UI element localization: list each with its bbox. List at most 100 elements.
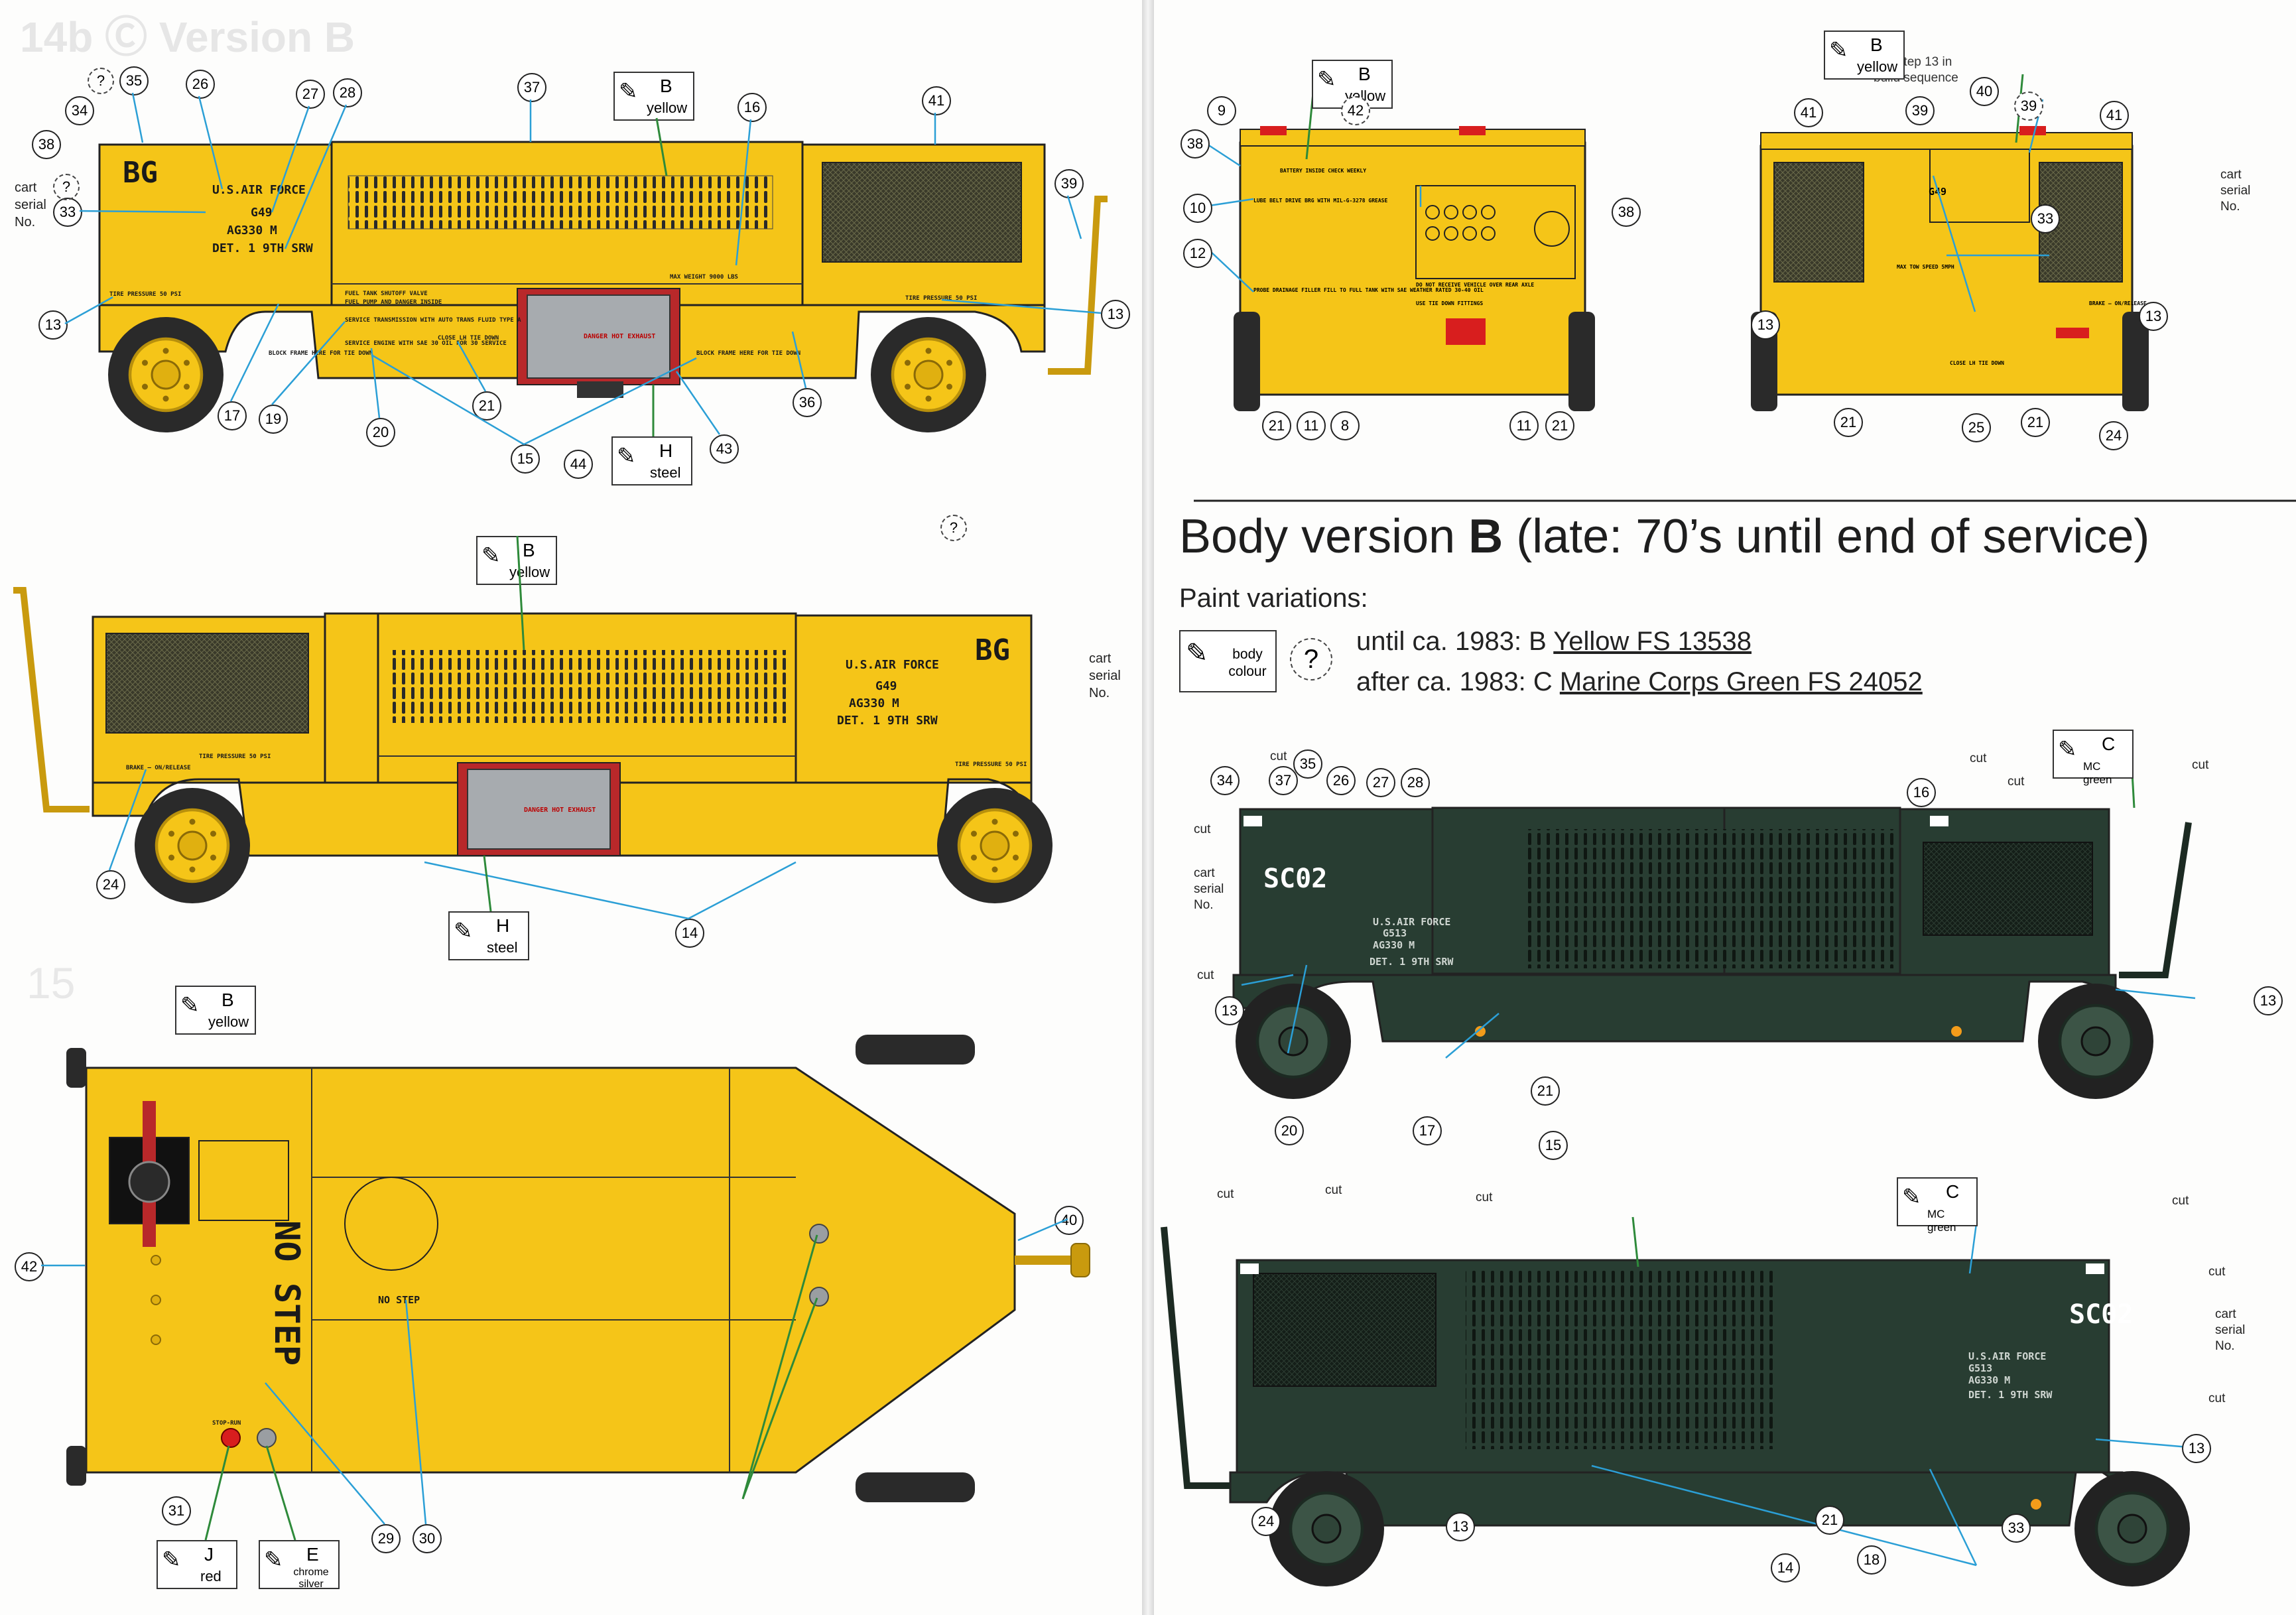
- tire-pressure-right: TIRE PRESSURE 50 PSI: [199, 753, 271, 760]
- callout-21-front: 21: [1834, 408, 1863, 437]
- callout-14: 14: [675, 919, 704, 948]
- callout-31: 31: [162, 1496, 191, 1525]
- green-det-line: DET. 1 9TH SRW: [1370, 956, 1454, 968]
- green-right-side-view: SC02 U.S.AIR FORCE G513 AG330 M DET. 1 9…: [1161, 1226, 2190, 1586]
- question-mark: ?: [96, 72, 105, 89]
- callout-26-green: 26: [1326, 766, 1356, 795]
- green-nose-marking: SC02: [1263, 864, 1327, 894]
- body-colour-chip: ✎ body colour: [1179, 630, 1277, 692]
- transmission-label: SERVICE TRANSMISSION WITH AUTO TRANS FLU…: [345, 317, 521, 324]
- paint-chip-e: ✎ E chrome silver: [259, 1540, 340, 1590]
- paint-chip-h1: ✎ H steel: [611, 436, 692, 485]
- paint-code: C: [2102, 734, 2116, 754]
- cart-serial-note-3: cart serial No.: [1194, 866, 1224, 913]
- callout-number: 13: [1107, 306, 1124, 322]
- right-page-drawing: BATTERY INSIDE CHECK WEEKLY LUBE BELT DR…: [1161, 74, 2296, 1615]
- callout-number: 42: [21, 1258, 38, 1275]
- serial-label: serial: [1089, 669, 1121, 683]
- title-rest: (late: 70’s until end of service): [1503, 510, 2150, 563]
- callout-19: 19: [259, 405, 288, 434]
- cut-label: cut: [2192, 758, 2209, 772]
- tire-pressure-label-rear: TIRE PRESSURE 50 PSI: [905, 295, 977, 302]
- callout-number: 19: [265, 411, 282, 427]
- callout-number: 26: [192, 76, 209, 92]
- question-mark: ?: [62, 178, 71, 195]
- callout-35: 35: [119, 66, 149, 96]
- cart-serial-note-2: cart serial No.: [1089, 650, 1121, 702]
- callout-21b-green: 21: [1815, 1506, 1844, 1535]
- callout-30: 30: [413, 1524, 442, 1553]
- nose-marking-right: BG: [975, 633, 1010, 667]
- variation-1-prefix: until ca. 1983: B: [1356, 627, 1554, 656]
- no-step-small: NO STEP: [378, 1294, 420, 1306]
- callout-number: 15: [517, 450, 534, 467]
- paint-chip-j: ✎ J red: [157, 1540, 237, 1589]
- no-label: No.: [15, 215, 36, 229]
- callout-number: 24: [102, 876, 119, 893]
- callout-37: 37: [517, 73, 546, 102]
- green-serial-right: G513: [1968, 1362, 1992, 1374]
- cut-label: cut: [1194, 822, 1211, 836]
- tow-speed-label: MAX TOW SPEED 5MPH: [1897, 264, 1954, 270]
- callout-number: 33: [59, 204, 76, 220]
- callout-13c-green: 13: [1446, 1512, 1475, 1541]
- callout-17-green: 17: [1413, 1116, 1442, 1145]
- paint-chip-b1: ✎ B yellow: [613, 72, 694, 121]
- callout-25-front: 25: [1962, 413, 1991, 442]
- title-bold: B: [1468, 510, 1503, 563]
- brush-icon: ✎: [1186, 639, 1208, 668]
- rear-panel-text: LUBE BELT DRIVE BRG WITH MIL-G-3278 GREA…: [1253, 198, 1387, 204]
- callout-42: 42: [1341, 96, 1370, 125]
- callout-29: 29: [371, 1524, 401, 1553]
- callout-34-green: 34: [1210, 766, 1240, 795]
- callout-number: 43: [716, 440, 733, 457]
- paint-code: B: [1870, 34, 1883, 55]
- cut-label: cut: [2172, 1194, 2189, 1208]
- question-mark: ?: [949, 519, 958, 536]
- callout-43: 43: [710, 434, 739, 464]
- unknown-marker: ?: [940, 515, 967, 541]
- paint-code: C: [1946, 1181, 1960, 1202]
- callout-13d-green: 13: [2182, 1434, 2211, 1463]
- callout-number: 44: [570, 456, 587, 472]
- rear-panel-text: DO NOT RECEIVE VEHICLE OVER REAR AXLE: [1416, 282, 1534, 288]
- green-usaf-right: U.S.AIR FORCE: [1968, 1350, 2046, 1362]
- callout-number: 14: [681, 925, 698, 941]
- rear-view: BATTERY INSIDE CHECK WEEKLY LUBE BELT DR…: [1234, 126, 1595, 411]
- callout-number: 37: [523, 79, 541, 96]
- tie-down-label: CLOSE LH TIE DOWN: [438, 335, 499, 342]
- callout-38-rear: 38: [1612, 198, 1641, 227]
- cart-label: cart: [2215, 1307, 2236, 1321]
- callout-number: 35: [125, 72, 143, 89]
- paint-chip-b2: ✎ B yellow: [476, 536, 557, 585]
- paint-name: MC green: [2083, 760, 2112, 786]
- stop-run-label: STOP-RUN: [212, 1420, 241, 1427]
- paint-code: H: [659, 440, 673, 461]
- callout-40-front: 40: [1970, 77, 1999, 106]
- paint-variations-label: Paint variations:: [1179, 584, 1368, 613]
- green-left-side-view: SC02 U.S.AIR FORCE G513 AG330 M DET. 1 9…: [1232, 807, 2192, 1099]
- cut-label: cut: [1217, 1187, 1234, 1201]
- paint-code: H: [496, 915, 510, 936]
- ghost-header: 14b Ⓒ Version B: [20, 13, 355, 61]
- brush-icon: ✎: [1902, 1185, 1921, 1210]
- callout-16: 16: [737, 93, 767, 122]
- callout-number: 34: [71, 102, 88, 119]
- no-label: No.: [2220, 200, 2240, 214]
- paint-chip-b-front: ✎ B yellow: [1824, 31, 1905, 80]
- section-title: Body version B (late: 70’s until end of …: [1179, 509, 2149, 564]
- left-page-drawing: 14b Ⓒ Version B 15 DANGER HOT EXHAUST BG…: [13, 13, 1108, 1502]
- callout-13b-front: 13: [2139, 302, 2168, 331]
- callout-36: 36: [793, 388, 822, 417]
- max-weight-label: MAX WEIGHT 9000 LBS: [670, 274, 738, 281]
- callout-21: 21: [472, 391, 501, 420]
- callout-number: 38: [38, 136, 55, 153]
- paint-chip-b-rear: ✎ B yellow: [1312, 60, 1393, 109]
- callout-39-front: 39: [1905, 96, 1935, 125]
- engine-oil-label: SERVICE ENGINE WITH SAE 30 OIL FOR 30 SE…: [345, 340, 507, 347]
- callout-13-front: 13: [1751, 310, 1780, 340]
- brush-icon: ✎: [180, 993, 200, 1018]
- callout-number: 17: [223, 407, 241, 424]
- paint-name: yellow: [1857, 58, 1898, 75]
- callout-24: 24: [96, 870, 125, 899]
